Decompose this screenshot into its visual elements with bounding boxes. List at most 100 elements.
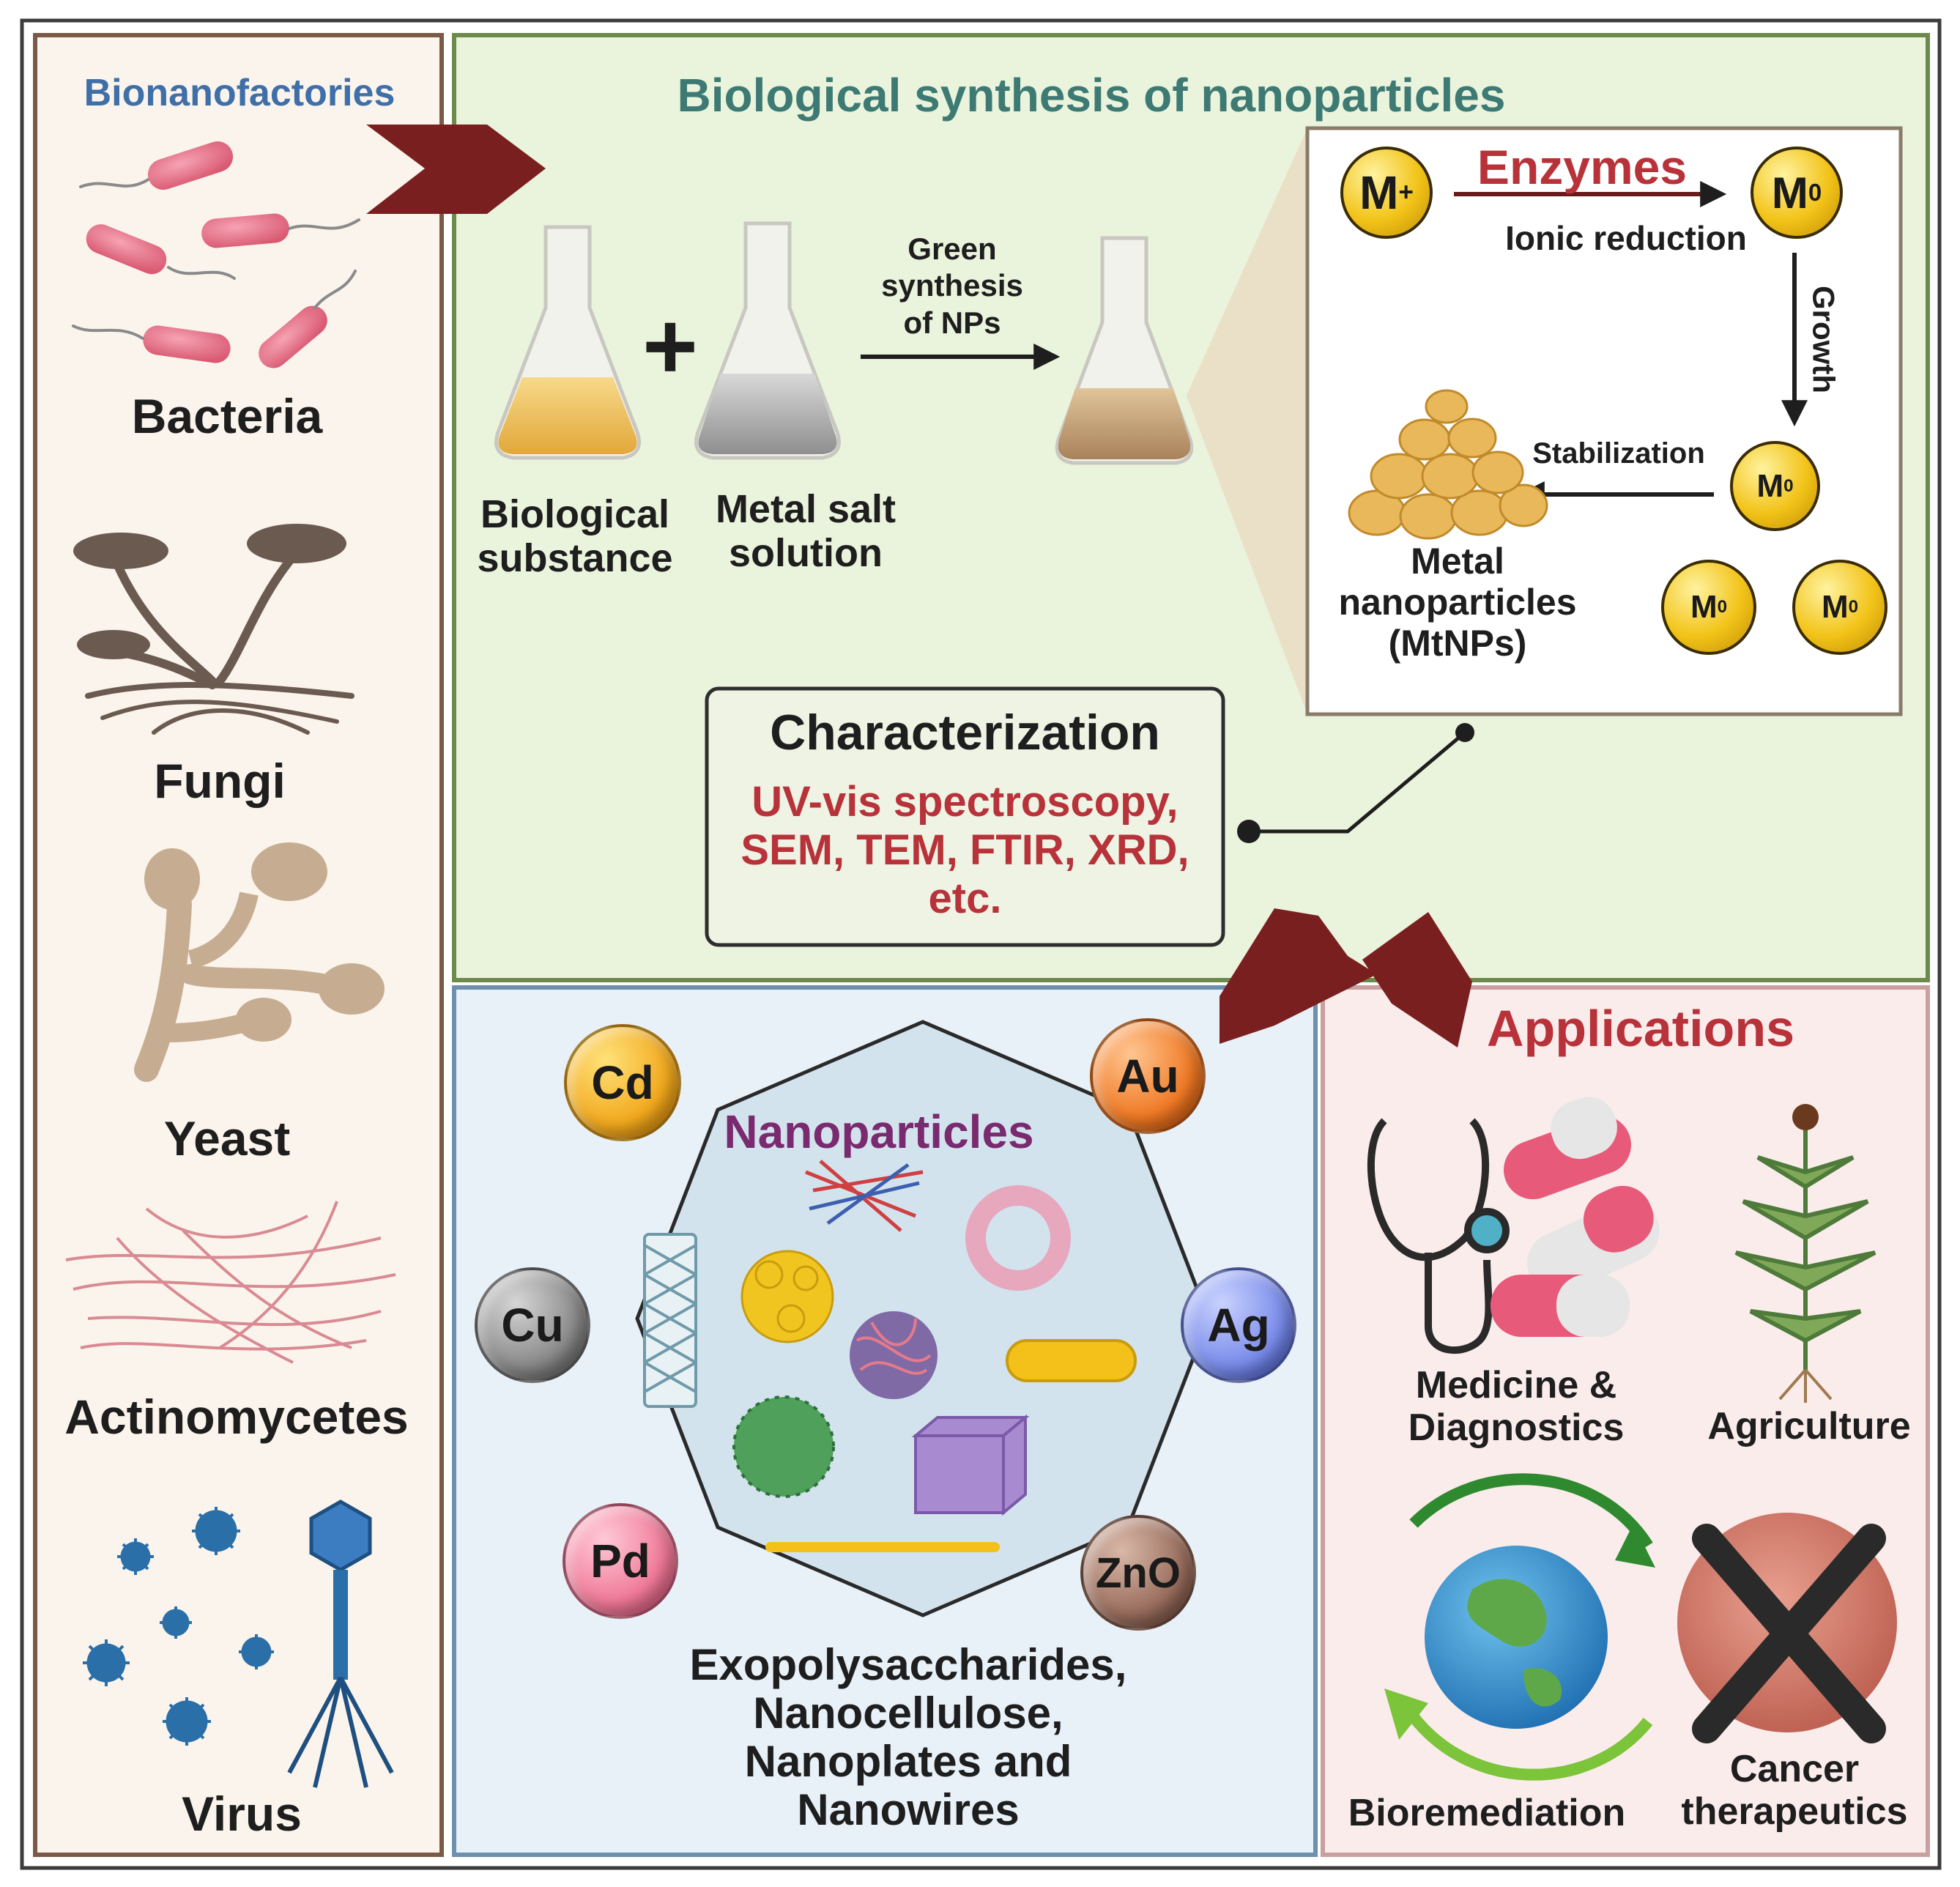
capsules-icon xyxy=(1491,1097,1660,1337)
zigzag-arrow-left-icon xyxy=(1220,908,1377,1044)
metal-atom-symbol: M xyxy=(1771,168,1808,218)
nanocube-icon xyxy=(911,1414,1030,1516)
metal-ion-symbol: M xyxy=(1359,166,1399,219)
zoom-wedge xyxy=(1187,128,1307,714)
flask1-label-line2: substance xyxy=(477,536,673,581)
synthesis-title: Biological synthesis of nanoparticles xyxy=(677,69,1506,122)
flask2-label: Metal salt solution xyxy=(688,487,923,576)
mtnp-line3: (MtNPs) xyxy=(1388,623,1527,664)
metal-cd-icon: Cd xyxy=(564,1024,681,1141)
cancer-line1: Cancer xyxy=(1729,1748,1860,1790)
metal-ion-charge: + xyxy=(1398,178,1414,207)
methods-line1: UV-vis spectroscopy, xyxy=(751,778,1178,826)
green-synthesis-line1: Green xyxy=(907,231,997,266)
left-panel xyxy=(33,33,444,1857)
nanosphere-mesh-icon xyxy=(850,1311,938,1399)
bionanofactories-title: Bionanofactories xyxy=(83,72,396,114)
right-atom-symbol: M xyxy=(1821,589,1849,625)
nanoring-icon xyxy=(965,1185,1071,1291)
metal-au-label: Au xyxy=(1116,1050,1179,1102)
app-agriculture-label: Agriculture xyxy=(1707,1405,1911,1447)
caption-line3: Nanoplates and xyxy=(744,1737,1072,1786)
nanorod-icon xyxy=(1006,1339,1137,1382)
flask2-label-line2: solution xyxy=(729,531,883,576)
characterization-connector xyxy=(1249,731,1466,834)
connector-dot-start xyxy=(1237,820,1261,843)
flask1-label: Biological substance xyxy=(465,492,685,581)
plus-sign: + xyxy=(642,292,698,399)
nanoparticles-caption: Exopolysaccharides, Nanocellulose, Nanop… xyxy=(615,1641,1201,1834)
flask2-label-line1: Metal salt xyxy=(715,487,897,531)
virus-icon xyxy=(83,1499,394,1788)
methods-line2: SEM, TEM, FTIR, XRD, xyxy=(740,826,1189,875)
metal-pd-label: Pd xyxy=(590,1535,650,1587)
chevron-arrow-right-icon xyxy=(366,125,546,214)
stabilization-label: Stabilization xyxy=(1532,437,1705,470)
actinomycetes-icon xyxy=(65,1201,396,1364)
metal-nanoparticles-label: Metal nanoparticles (MtNPs) xyxy=(1311,541,1604,664)
green-synthesis-line3: of NPs xyxy=(903,305,1001,340)
stethoscope-icon xyxy=(1367,1118,1510,1354)
nanoparticle-cluster-icon xyxy=(1348,389,1548,540)
nanoflower-icon xyxy=(740,1250,834,1343)
zigzag-arrow-right-icon xyxy=(1362,912,1472,1048)
metal-au-icon: Au xyxy=(1090,1018,1206,1134)
metal-zno-label: ZnO xyxy=(1096,1549,1181,1597)
flask1-label-line1: Biological xyxy=(480,492,670,536)
fungi-icon xyxy=(73,524,354,735)
connector-dot-end xyxy=(1455,723,1474,742)
methods-line3: etc. xyxy=(928,875,1002,923)
ionic-reduction-label: Ionic reduction xyxy=(1505,219,1747,257)
mtnp-line2: nanoparticles xyxy=(1338,582,1577,623)
growth-atom-symbol: M xyxy=(1756,467,1784,504)
metal-cu-icon: Cu xyxy=(475,1267,590,1383)
globe-icon xyxy=(1384,1473,1655,1781)
organism-label-bacteria: Bacteria xyxy=(131,389,323,443)
tumor-crossed-icon xyxy=(1677,1513,1897,1743)
growth-label: Growth xyxy=(1806,286,1841,393)
mtnp-line1: Metal xyxy=(1411,541,1504,582)
metal-zno-icon: ZnO xyxy=(1080,1515,1196,1631)
bacteria-icon xyxy=(72,141,360,368)
metal-ag-label: Ag xyxy=(1207,1299,1270,1352)
enzymes-title: Enzymes xyxy=(1477,140,1688,194)
organism-label-actinomycetes: Actinomycetes xyxy=(64,1390,409,1444)
porous-nanosphere-icon xyxy=(732,1395,835,1498)
flask-biological-substance-icon xyxy=(494,225,641,460)
yeast-icon xyxy=(134,842,385,1082)
nanowire-mesh-icon xyxy=(805,1160,924,1232)
caption-line2: Nanocellulose, xyxy=(753,1688,1063,1738)
characterization-box xyxy=(705,686,1225,947)
medicine-line2: Diagnostics xyxy=(1408,1406,1625,1450)
green-synthesis-label: Green synthesis of NPs xyxy=(850,231,1055,341)
flask-metal-salt-icon xyxy=(694,221,841,460)
plant-icon xyxy=(1734,1104,1877,1403)
applications-title: Applications xyxy=(1486,1000,1795,1057)
app-bioremediation-label: Bioremediation xyxy=(1348,1792,1626,1834)
metal-cu-label: Cu xyxy=(501,1299,564,1352)
metal-cd-label: Cd xyxy=(591,1056,654,1109)
left-atom-charge: 0 xyxy=(1717,597,1728,617)
caption-line1: Exopolysaccharides, xyxy=(689,1640,1127,1689)
characterization-methods: UV-vis spectroscopy, SEM, TEM, FTIR, XRD… xyxy=(710,778,1220,923)
right-atom-charge: 0 xyxy=(1848,597,1859,617)
growth-atom-charge: 0 xyxy=(1783,475,1794,496)
organism-label-yeast: Yeast xyxy=(163,1111,291,1165)
metal-pd-icon: Pd xyxy=(563,1503,678,1619)
app-medicine-label: Medicine & Diagnostics xyxy=(1377,1364,1655,1449)
organism-label-fungi: Fungi xyxy=(154,754,286,808)
characterization-title: Characterization xyxy=(770,705,1160,760)
nanoplate-icon xyxy=(765,1542,1000,1552)
cancer-line2: therapeutics xyxy=(1681,1790,1908,1834)
left-atom-symbol: M xyxy=(1690,589,1718,625)
nanoparticles-title: Nanoparticles xyxy=(724,1105,1034,1158)
app-cancer-label: Cancer therapeutics xyxy=(1663,1748,1926,1833)
flask-product-icon xyxy=(1055,236,1194,465)
organism-label-virus: Virus xyxy=(182,1787,302,1841)
